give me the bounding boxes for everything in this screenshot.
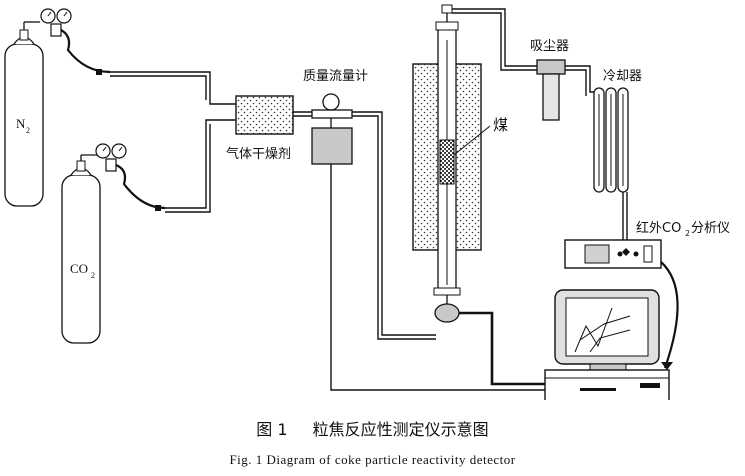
flowmeter-label: 质量流量计 bbox=[303, 69, 368, 84]
arrow-head-icon bbox=[661, 362, 673, 370]
co2-cylinder: CO 2 bbox=[61, 160, 101, 344]
gas-lines bbox=[110, 71, 236, 213]
n2-label: N bbox=[16, 116, 26, 131]
dryer-label: 气体干燥剂 bbox=[226, 146, 291, 162]
diamond-keypad-icon bbox=[622, 248, 630, 256]
co2-subscript: 2 bbox=[91, 271, 95, 280]
analyzer-label-prefix: 红外CO bbox=[636, 220, 681, 236]
caption-chinese: 图 1 粒焦反应性测定仪示意图 bbox=[0, 416, 745, 440]
monitor-screen bbox=[565, 297, 649, 357]
pressure-gauge-icon bbox=[56, 8, 72, 24]
n2-cylinder: N 2 bbox=[4, 29, 44, 207]
n2-regulator bbox=[23, 8, 111, 75]
analyzer-label-subscript: 2 bbox=[685, 229, 690, 238]
caption-english: Fig. 1 Diagram of coke particle reactivi… bbox=[229, 452, 516, 467]
pressure-gauge-icon bbox=[40, 8, 56, 24]
apparatus-diagram: N 2 CO 2 气体干 bbox=[4, 4, 730, 400]
tube-furnace: 煤 bbox=[412, 4, 508, 296]
bottom-valve bbox=[434, 295, 460, 323]
analyzer-label-suffix: 分析仪 bbox=[691, 221, 730, 236]
ir-co2-analyzer: 红外CO 2 分析仪 bbox=[564, 220, 730, 269]
n2-subscript: 2 bbox=[26, 126, 30, 135]
figure-number: 图 1 bbox=[256, 420, 288, 439]
cooler: 冷却器 bbox=[593, 69, 642, 193]
figure-title-zh: 粒焦反应性测定仪示意图 bbox=[312, 420, 489, 439]
dust-collector-label: 吸尘器 bbox=[530, 39, 569, 54]
cooler-label: 冷却器 bbox=[603, 69, 642, 84]
analyzer-display bbox=[584, 244, 610, 264]
coke-sample bbox=[439, 139, 455, 185]
computer bbox=[544, 289, 670, 400]
co2-label: CO bbox=[70, 261, 88, 276]
co2-regulator bbox=[80, 143, 166, 211]
dust-collector: 吸尘器 bbox=[530, 39, 569, 121]
mass-flowmeter: 质量流量计 bbox=[303, 69, 368, 165]
gas-dryer: 气体干燥剂 bbox=[226, 95, 294, 162]
coal-label: 煤 bbox=[493, 116, 508, 134]
